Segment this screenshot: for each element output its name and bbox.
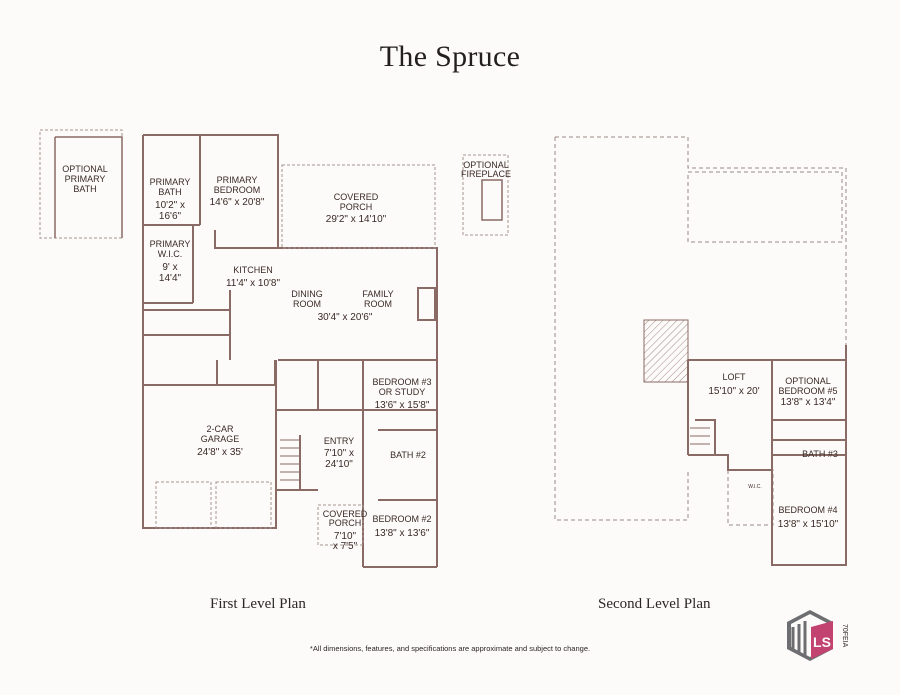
plan-code: 70FEIA bbox=[841, 624, 848, 648]
svg-text:KITCHEN: KITCHEN bbox=[233, 265, 273, 275]
second-level-walls bbox=[554, 136, 847, 566]
second-level-caption: Second Level Plan bbox=[598, 596, 711, 612]
svg-text:10'2" x16'6": 10'2" x16'6" bbox=[155, 200, 185, 222]
svg-text:13'8" x 13'6": 13'8" x 13'6" bbox=[375, 528, 430, 539]
builder-logo: LS bbox=[785, 607, 835, 662]
svg-text:W.I.C.: W.I.C. bbox=[748, 484, 762, 490]
svg-text:13'6" x 15'8": 13'6" x 15'8" bbox=[375, 400, 430, 411]
svg-text:14'6" x 20'8": 14'6" x 20'8" bbox=[210, 197, 265, 208]
svg-text:7'10" x24'10": 7'10" x24'10" bbox=[324, 448, 354, 470]
svg-text:BEDROOM #4: BEDROOM #4 bbox=[778, 505, 837, 515]
svg-text:LS: LS bbox=[813, 634, 831, 650]
svg-text:BATH #2: BATH #2 bbox=[390, 450, 426, 460]
disclaimer: *All dimensions, features, and specifica… bbox=[309, 644, 591, 653]
svg-text:BEDROOM #3OR STUDY: BEDROOM #3OR STUDY bbox=[372, 377, 431, 397]
first-level-caption: First Level Plan bbox=[210, 596, 306, 612]
svg-text:29'2" x 14'10": 29'2" x 14'10" bbox=[326, 214, 387, 225]
svg-text:13'8" x 15'10": 13'8" x 15'10" bbox=[778, 519, 839, 530]
svg-text:ENTRY: ENTRY bbox=[324, 436, 354, 446]
svg-text:30'4" x 20'6": 30'4" x 20'6" bbox=[318, 312, 373, 323]
svg-text:BEDROOM #2: BEDROOM #2 bbox=[372, 514, 431, 524]
svg-text:7'10"x 7'5": 7'10"x 7'5" bbox=[333, 531, 358, 552]
svg-text:15'10" x 20': 15'10" x 20' bbox=[708, 386, 759, 397]
svg-text:13'8" x 13'4": 13'8" x 13'4" bbox=[781, 397, 836, 408]
svg-text:11'4" x 10'8": 11'4" x 10'8" bbox=[226, 278, 281, 289]
page-title: The Spruce bbox=[379, 40, 521, 73]
first-level-walls bbox=[142, 134, 438, 568]
svg-text:9' x14'4": 9' x14'4" bbox=[159, 262, 182, 284]
svg-text:24'8" x 35': 24'8" x 35' bbox=[197, 447, 243, 458]
svg-text:LOFT: LOFT bbox=[722, 372, 746, 382]
svg-text:BATH #3: BATH #3 bbox=[802, 449, 838, 459]
